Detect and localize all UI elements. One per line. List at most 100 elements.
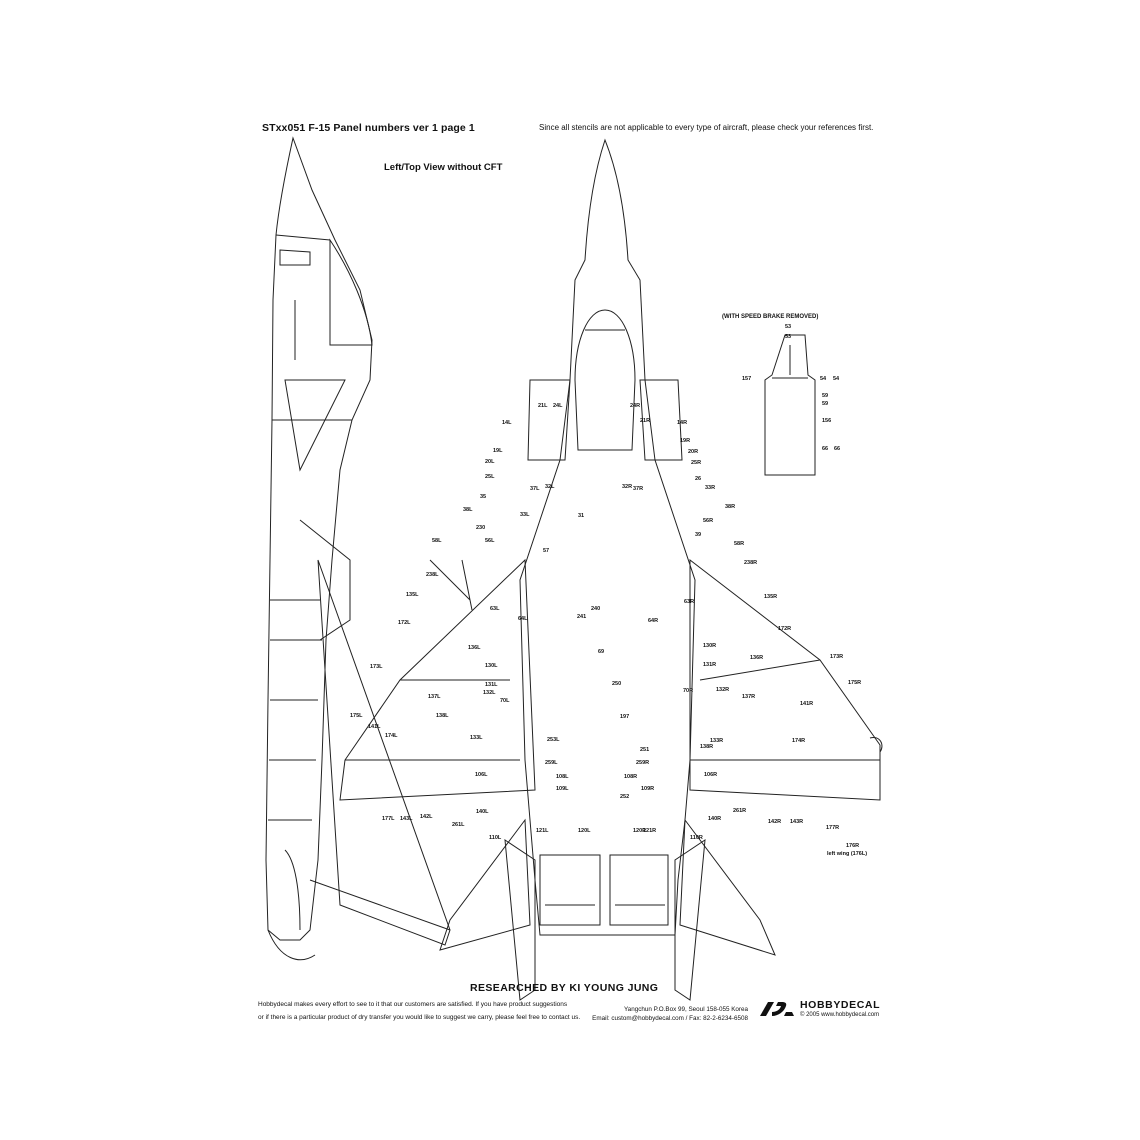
callout-172l: 172L (398, 620, 411, 626)
callout-56l: 56L (485, 538, 495, 544)
callout-238l: 238L (426, 572, 439, 578)
callout-19r: 19R (680, 438, 690, 444)
callout-120r: 120R (633, 828, 646, 834)
callout-174r: 174R (792, 738, 805, 744)
callout-177r: 177R (826, 825, 839, 831)
callout-120l: 120L (578, 828, 591, 834)
callout-53a: 53 (785, 324, 791, 330)
brand-name: HOBBYDECAL (800, 999, 881, 1011)
speed-brake-title: (WITH SPEED BRAKE REMOVED) (722, 314, 819, 320)
callout-110r: 110R (690, 835, 703, 841)
callout-59b: 59 (822, 401, 828, 407)
callout-56r: 56R (703, 518, 713, 524)
callout-32l: 32L (545, 484, 555, 490)
callout-38r: 38R (725, 504, 735, 510)
callout-135l: 135L (406, 592, 419, 598)
speed-brake-detail (764, 334, 816, 476)
callout-143l: 143L (400, 816, 413, 822)
right-wing (674, 558, 883, 1001)
callout-130l: 130L (485, 663, 498, 669)
callout-135r: 135R (764, 594, 777, 600)
callout-172r: 172R (778, 626, 791, 632)
callout-108r: 108R (624, 774, 637, 780)
footer-line-1: Hobbydecal makes every effort to see to … (258, 1001, 568, 1008)
top-view-fuselage (519, 138, 696, 936)
callout-143r: 143R (790, 819, 803, 825)
callout-240: 240 (591, 606, 600, 612)
callout-106l: 106L (475, 772, 488, 778)
callout-250: 250 (612, 681, 621, 687)
callout-19l: 19L (493, 448, 503, 454)
callout-32r: 32R (622, 484, 632, 490)
callout-157: 157 (742, 376, 751, 382)
callout-20l: 20L (485, 459, 495, 465)
callout-141r: 141R (800, 701, 813, 707)
callout-70l: 70L (500, 698, 510, 704)
callout-173l: 173L (370, 664, 383, 670)
callout-21r: 21R (640, 418, 650, 424)
footer-line-2: or if there is a particular product of d… (258, 1014, 581, 1021)
callout-25r: 25R (691, 460, 701, 466)
callout-133l: 133L (470, 735, 483, 741)
callout-24r: 24R (630, 403, 640, 409)
callout-20r: 20R (688, 449, 698, 455)
callout-53b: 53 (785, 334, 791, 340)
top-view-callouts: 14L 14R 19L 19R 20L 20R 21L 21R 24L 24R … (350, 403, 867, 857)
left-wing-note: left wing (176L) (827, 851, 867, 857)
callout-131l: 131L (485, 682, 498, 688)
brand-copyright: © 2005 www.hobbydecal.com (800, 1012, 880, 1018)
callout-37l: 37L (530, 486, 540, 492)
callout-138r: 138R (700, 744, 713, 750)
research-credit: RESEARCHED BY KI YOUNG JUNG (470, 982, 659, 994)
callout-70r: 70R (683, 688, 693, 694)
top-view-title: Left/Top View without CFT (384, 162, 503, 173)
references-note: Since all stencils are not applicable to… (539, 123, 874, 132)
callout-261r: 261R (733, 808, 746, 814)
callout-173r: 173R (830, 654, 843, 660)
callout-31: 31 (578, 513, 584, 519)
side-view-fuselage (265, 136, 451, 961)
footer-disclaimer: Hobbydecal makes every effort to see to … (258, 998, 598, 1024)
callout-133r: 133R (710, 738, 723, 744)
callout-39: 39 (695, 532, 701, 538)
callout-54a: 54 (820, 376, 827, 382)
callout-253l: 253L (547, 737, 560, 743)
callout-156: 156 (822, 418, 831, 424)
callout-24l: 24L (553, 403, 563, 409)
callout-69: 69 (598, 649, 604, 655)
callout-63r: 63R (684, 599, 694, 605)
callout-142l: 142L (420, 814, 433, 820)
callout-175l: 175L (350, 713, 363, 719)
callout-177l: 177L (382, 816, 395, 822)
callout-197: 197 (620, 714, 629, 720)
callout-58r: 58R (734, 541, 744, 547)
callout-108l: 108L (556, 774, 569, 780)
callout-64r: 64R (648, 618, 658, 624)
callout-14l: 14L (502, 420, 512, 426)
callout-35: 35 (480, 494, 486, 500)
callout-66a: 66 (822, 446, 828, 452)
callout-136l: 136L (468, 645, 481, 651)
callout-176r: 176R (846, 843, 859, 849)
callout-230: 230 (476, 525, 485, 531)
callout-14r: 14R (677, 420, 687, 426)
callout-251: 251 (640, 747, 649, 753)
callout-138l: 138L (436, 713, 449, 719)
brand-block: HOBBYDECAL © 2005 www.hobbydecal.com (758, 1000, 880, 1022)
callout-259l: 259L (545, 760, 558, 766)
callout-175r: 175R (848, 680, 861, 686)
callout-259r: 259R (636, 760, 649, 766)
callout-252: 252 (620, 794, 629, 800)
callout-59a: 59 (822, 393, 828, 399)
callout-21l: 21L (538, 403, 548, 409)
callout-121r: 121R (643, 828, 656, 834)
callout-121l: 121L (536, 828, 549, 834)
callout-131r: 131R (703, 662, 716, 668)
hobbydecal-logo-icon (760, 1002, 794, 1016)
callout-106r: 106R (704, 772, 717, 778)
callout-137r: 137R (742, 694, 755, 700)
callout-109r: 109R (641, 786, 654, 792)
callout-140l: 140L (476, 809, 489, 815)
callout-38l: 38L (463, 507, 473, 513)
